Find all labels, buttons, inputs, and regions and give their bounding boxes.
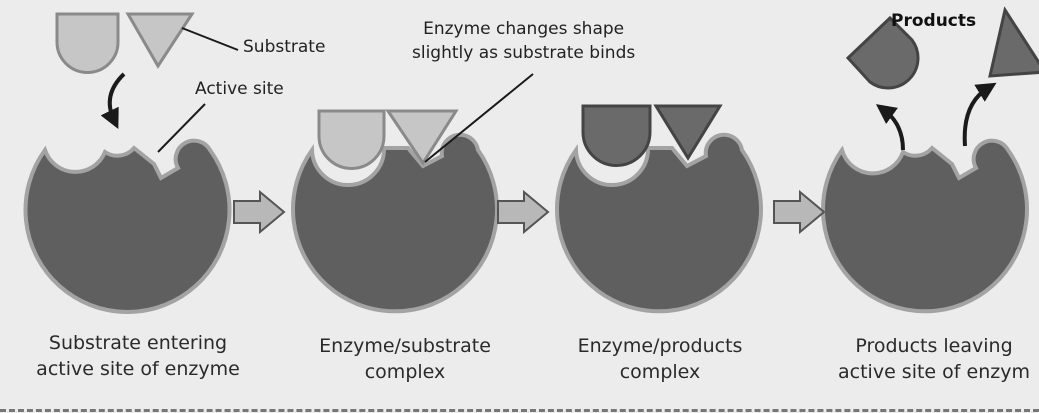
shape-change-label: Enzyme changes shape slightly as substra… [412,18,635,66]
enzyme-stage-1 [23,138,232,314]
products-label: Products [891,11,977,31]
stage-1-caption-line-1: Substrate entering [48,332,228,354]
shape-change-leader-line [424,73,534,163]
substrate-leader-line [181,27,239,51]
product-leaving-arrow-left [875,104,905,151]
shape-change-label-line-2: slightly as substrate binds [412,42,636,63]
substrate-half-disc-bound [317,109,386,170]
product-half-disc-released [845,15,920,90]
stage-4-caption: Products leaving active site of enzym [829,333,1039,385]
product-half-disc-bound [581,104,652,167]
active-site-leader-line [157,103,206,153]
substrate-entry-arrow [100,72,126,130]
substrate-label: Substrate [243,37,326,57]
enzyme-stage-2 [291,132,499,314]
step-arrow-3 [773,189,826,235]
product-leaving-arrow-right [962,82,997,147]
stage-3-caption: Enzyme/products complex [550,333,770,385]
stage-3-caption-line-1: Enzyme/products [577,335,743,357]
stage-2-caption: Enzyme/substrate complex [290,333,520,385]
product-triangle-bound [653,104,723,161]
substrate-half-disc-free [55,12,120,74]
enzyme-stage-4 [821,138,1029,314]
stage-4-caption-line-1: Products leaving [855,335,1013,357]
stage-1-caption: Substrate entering active site of enzyme [18,330,258,382]
substrate-triangle-bound [385,109,459,166]
stage-2-caption-line-1: Enzyme/substrate [319,335,491,357]
step-arrow-1 [233,189,286,235]
product-triangle-released [988,6,1039,78]
enzyme-stage-3 [555,132,763,314]
stage-1-caption-line-2: active site of enzyme [36,358,240,381]
substrate-triangle-free [125,12,195,69]
stage-4-caption-line-2: active site of enzym [838,361,1030,384]
shape-change-label-line-1: Enzyme changes shape [423,19,625,39]
bottom-divider [0,409,1039,412]
stage-2-caption-line-2: complex [364,361,446,384]
active-site-label: Active site [195,79,284,99]
stage-3-caption-line-2: complex [619,361,701,384]
step-arrow-2 [497,189,550,235]
